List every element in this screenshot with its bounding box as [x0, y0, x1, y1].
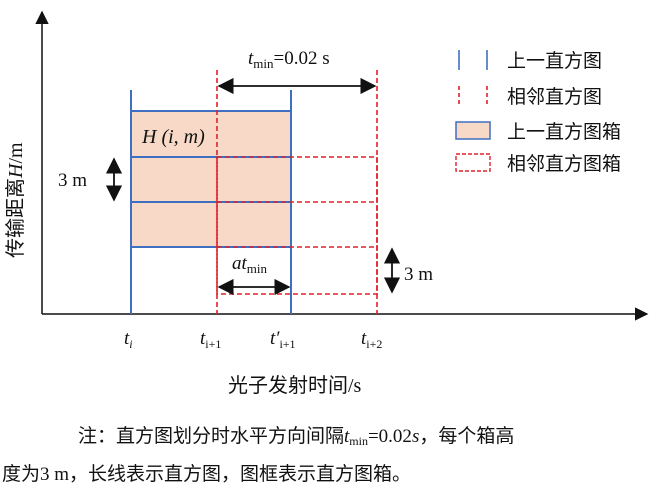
x-tick-label: t′i+1 [270, 328, 296, 351]
diagram-canvas: tmin=0.02 s H (i, m) 3 m 3 m atmin ti ti+… [4, 10, 649, 397]
x-tick-label: ti [124, 328, 133, 351]
height-label-left: 3 m [58, 170, 87, 191]
x-axis-label: 光子发射时间/s [228, 374, 362, 397]
footnote-line-1: 注：直方图划分时水平方向间隔tmin=0.02s，每个箱高 [78, 426, 515, 448]
y-axis-label: 传输距离H/m [4, 142, 27, 258]
legend-swatch-previous-box [455, 121, 491, 140]
footnote: 注：直方图划分时水平方向间隔tmin=0.02s，每个箱高 度为3 m，长线表示… [0, 420, 650, 492]
x-tick-label: ti+1 [200, 328, 221, 351]
box-label: H (i, m) [141, 126, 205, 148]
legend-label: 相邻直方图 [507, 86, 602, 108]
footnote-line-2: 度为3 m，长线表示直方图，图框表示直方图箱。 [2, 464, 412, 485]
x-tick-labels: ti ti+1 t′i+1 ti+2 [124, 328, 382, 351]
legend: 上一直方图 相邻直方图 上一直方图箱 相邻直方图箱 [455, 50, 621, 175]
x-tick-label: ti+2 [361, 328, 382, 351]
legend-swatch-adjacent-box [455, 153, 491, 172]
legend-label: 上一直方图 [507, 50, 602, 72]
tmin-label: tmin=0.02 s [248, 48, 330, 71]
legend-label: 相邻直方图箱 [507, 153, 621, 175]
legend-label: 上一直方图箱 [507, 121, 621, 143]
at-label: atmin [232, 253, 268, 276]
height-label-right: 3 m [404, 264, 433, 285]
